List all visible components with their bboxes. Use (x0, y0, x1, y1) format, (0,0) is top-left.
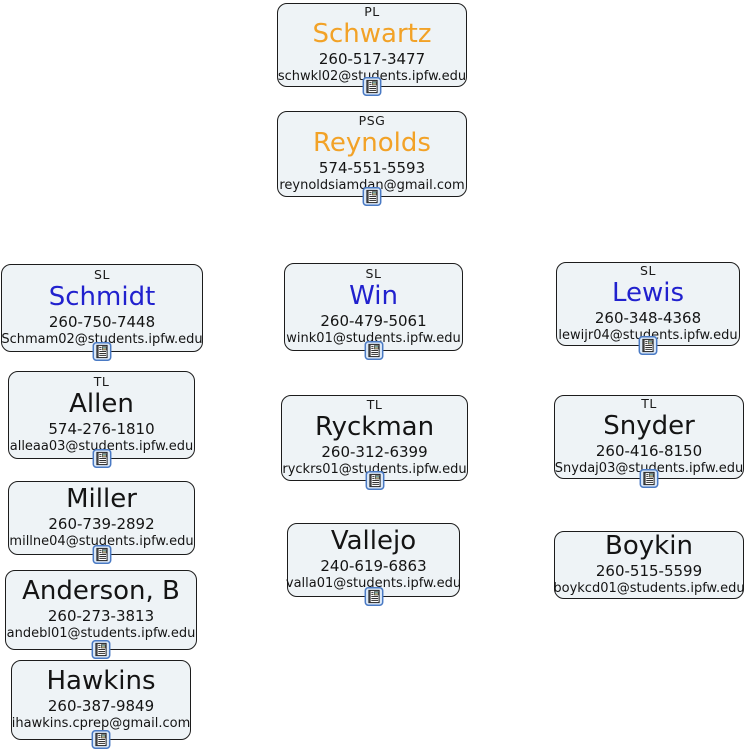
org-card-hawkins[interactable]: Hawkins 260-387-9849 ihawkins.cprep@gmai… (11, 660, 191, 749)
card-role: SL (365, 265, 382, 281)
org-card-miller[interactable]: Miller 260-739-2892 millne04@students.ip… (8, 481, 195, 564)
card-name: Boykin (605, 531, 693, 561)
card-email: Snydaj03@students.ipfw.edu (554, 460, 744, 476)
profile-note-icon[interactable] (92, 342, 112, 361)
card-email: ihawkins.cprep@gmail.com (11, 716, 191, 731)
org-card-anderson[interactable]: Anderson, B 260-273-3813 andebl01@studen… (5, 570, 197, 659)
org-card-schwartz[interactable]: PL Schwartz 260-517-3477 schwkl02@studen… (277, 3, 467, 96)
card-phone: 260-517-3477 (318, 49, 426, 68)
card-email: valla01@students.ipfw.edu (285, 576, 462, 591)
org-card-schmidt[interactable]: SL Schmidt 260-750-7448 Schmam02@student… (1, 264, 203, 361)
card-name: Lewis (611, 277, 685, 308)
card-phone: 260-312-6399 (321, 442, 428, 461)
profile-note-icon[interactable] (364, 587, 383, 606)
card-email: Schmam02@students.ipfw.edu (1, 331, 203, 347)
card-phone: 260-416-8150 (595, 441, 703, 460)
card-name: Miller (66, 484, 137, 514)
card-phone: 260-273-3813 (47, 607, 155, 625)
org-card-ryckman[interactable]: TL Ryckman 260-312-6399 ryckrs01@student… (281, 395, 468, 490)
card-role: PL (364, 3, 380, 19)
profile-note-icon[interactable] (365, 471, 384, 490)
card-role: PSG (358, 112, 386, 128)
org-card-vallejo[interactable]: Vallejo 240-619-6863 valla01@students.ip… (285, 523, 462, 606)
org-card-reynolds[interactable]: PSG Reynolds 574-551-5593 reynoldsiamdan… (277, 111, 467, 206)
profile-note-icon[interactable] (91, 730, 111, 749)
profile-note-icon[interactable] (639, 469, 659, 488)
profile-note-icon[interactable] (91, 640, 111, 659)
card-email: andebl01@students.ipfw.edu (6, 626, 196, 641)
card-phone: 260-515-5599 (595, 562, 703, 580)
card-phone: 260-750-7448 (48, 312, 156, 331)
card-email: reynoldsiamdan@gmail.com (279, 177, 465, 193)
card-email: alleaa03@students.ipfw.edu (9, 438, 194, 454)
profile-note-icon[interactable] (362, 187, 382, 206)
card-name: Anderson, B (22, 576, 180, 606)
card-phone: 260-387-9849 (47, 697, 155, 715)
card-email: schwkl02@students.ipfw.edu (277, 68, 467, 84)
profile-note-icon[interactable] (92, 545, 111, 564)
card-name: Win (349, 280, 398, 311)
card-name: Schwartz (312, 18, 432, 49)
card-phone: 260-479-5061 (320, 311, 427, 330)
card-name: Reynolds (313, 127, 431, 158)
card-name: Hawkins (46, 666, 156, 696)
card-name: Allen (69, 388, 134, 419)
org-card-lewis[interactable]: SL Lewis 260-348-4368 lewijr04@students.… (556, 262, 740, 355)
card-phone: 574-276-1810 (48, 419, 155, 438)
card-role: SL (94, 266, 110, 282)
card-role: TL (93, 373, 110, 389)
card-email: boykcd01@students.ipfw.edu (553, 581, 745, 596)
org-card-allen[interactable]: TL Allen 574-276-1810 alleaa03@students.… (8, 371, 195, 468)
card-name: Snyder (603, 410, 695, 441)
card-email: lewijr04@students.ipfw.edu (558, 327, 738, 343)
profile-note-icon[interactable] (638, 336, 658, 355)
card-name: Vallejo (330, 526, 417, 556)
profile-note-icon[interactable] (364, 341, 383, 360)
card-role: TL (641, 395, 657, 411)
card-name: Ryckman (314, 411, 435, 442)
card-email: wink01@students.ipfw.edu (286, 330, 461, 346)
card-name: Schmidt (48, 281, 156, 312)
profile-note-icon[interactable] (362, 77, 382, 96)
card-phone: 574-551-5593 (318, 158, 426, 177)
card-phone: 260-739-2892 (48, 515, 155, 533)
org-card-boykin[interactable]: Boykin 260-515-5599 boykcd01@students.ip… (553, 531, 745, 599)
card-role: TL (366, 396, 383, 412)
card-role: SL (640, 262, 656, 278)
card-email: ryckrs01@students.ipfw.edu (282, 461, 467, 477)
org-card-snyder[interactable]: TL Snyder 260-416-8150 Snydaj03@students… (554, 395, 744, 488)
card-email: millne04@students.ipfw.edu (9, 534, 194, 549)
org-card-win[interactable]: SL Win 260-479-5061 wink01@students.ipfw… (284, 263, 463, 360)
card-phone: 260-348-4368 (594, 308, 702, 327)
profile-note-icon[interactable] (92, 449, 111, 468)
card-phone: 240-619-6863 (320, 557, 427, 575)
